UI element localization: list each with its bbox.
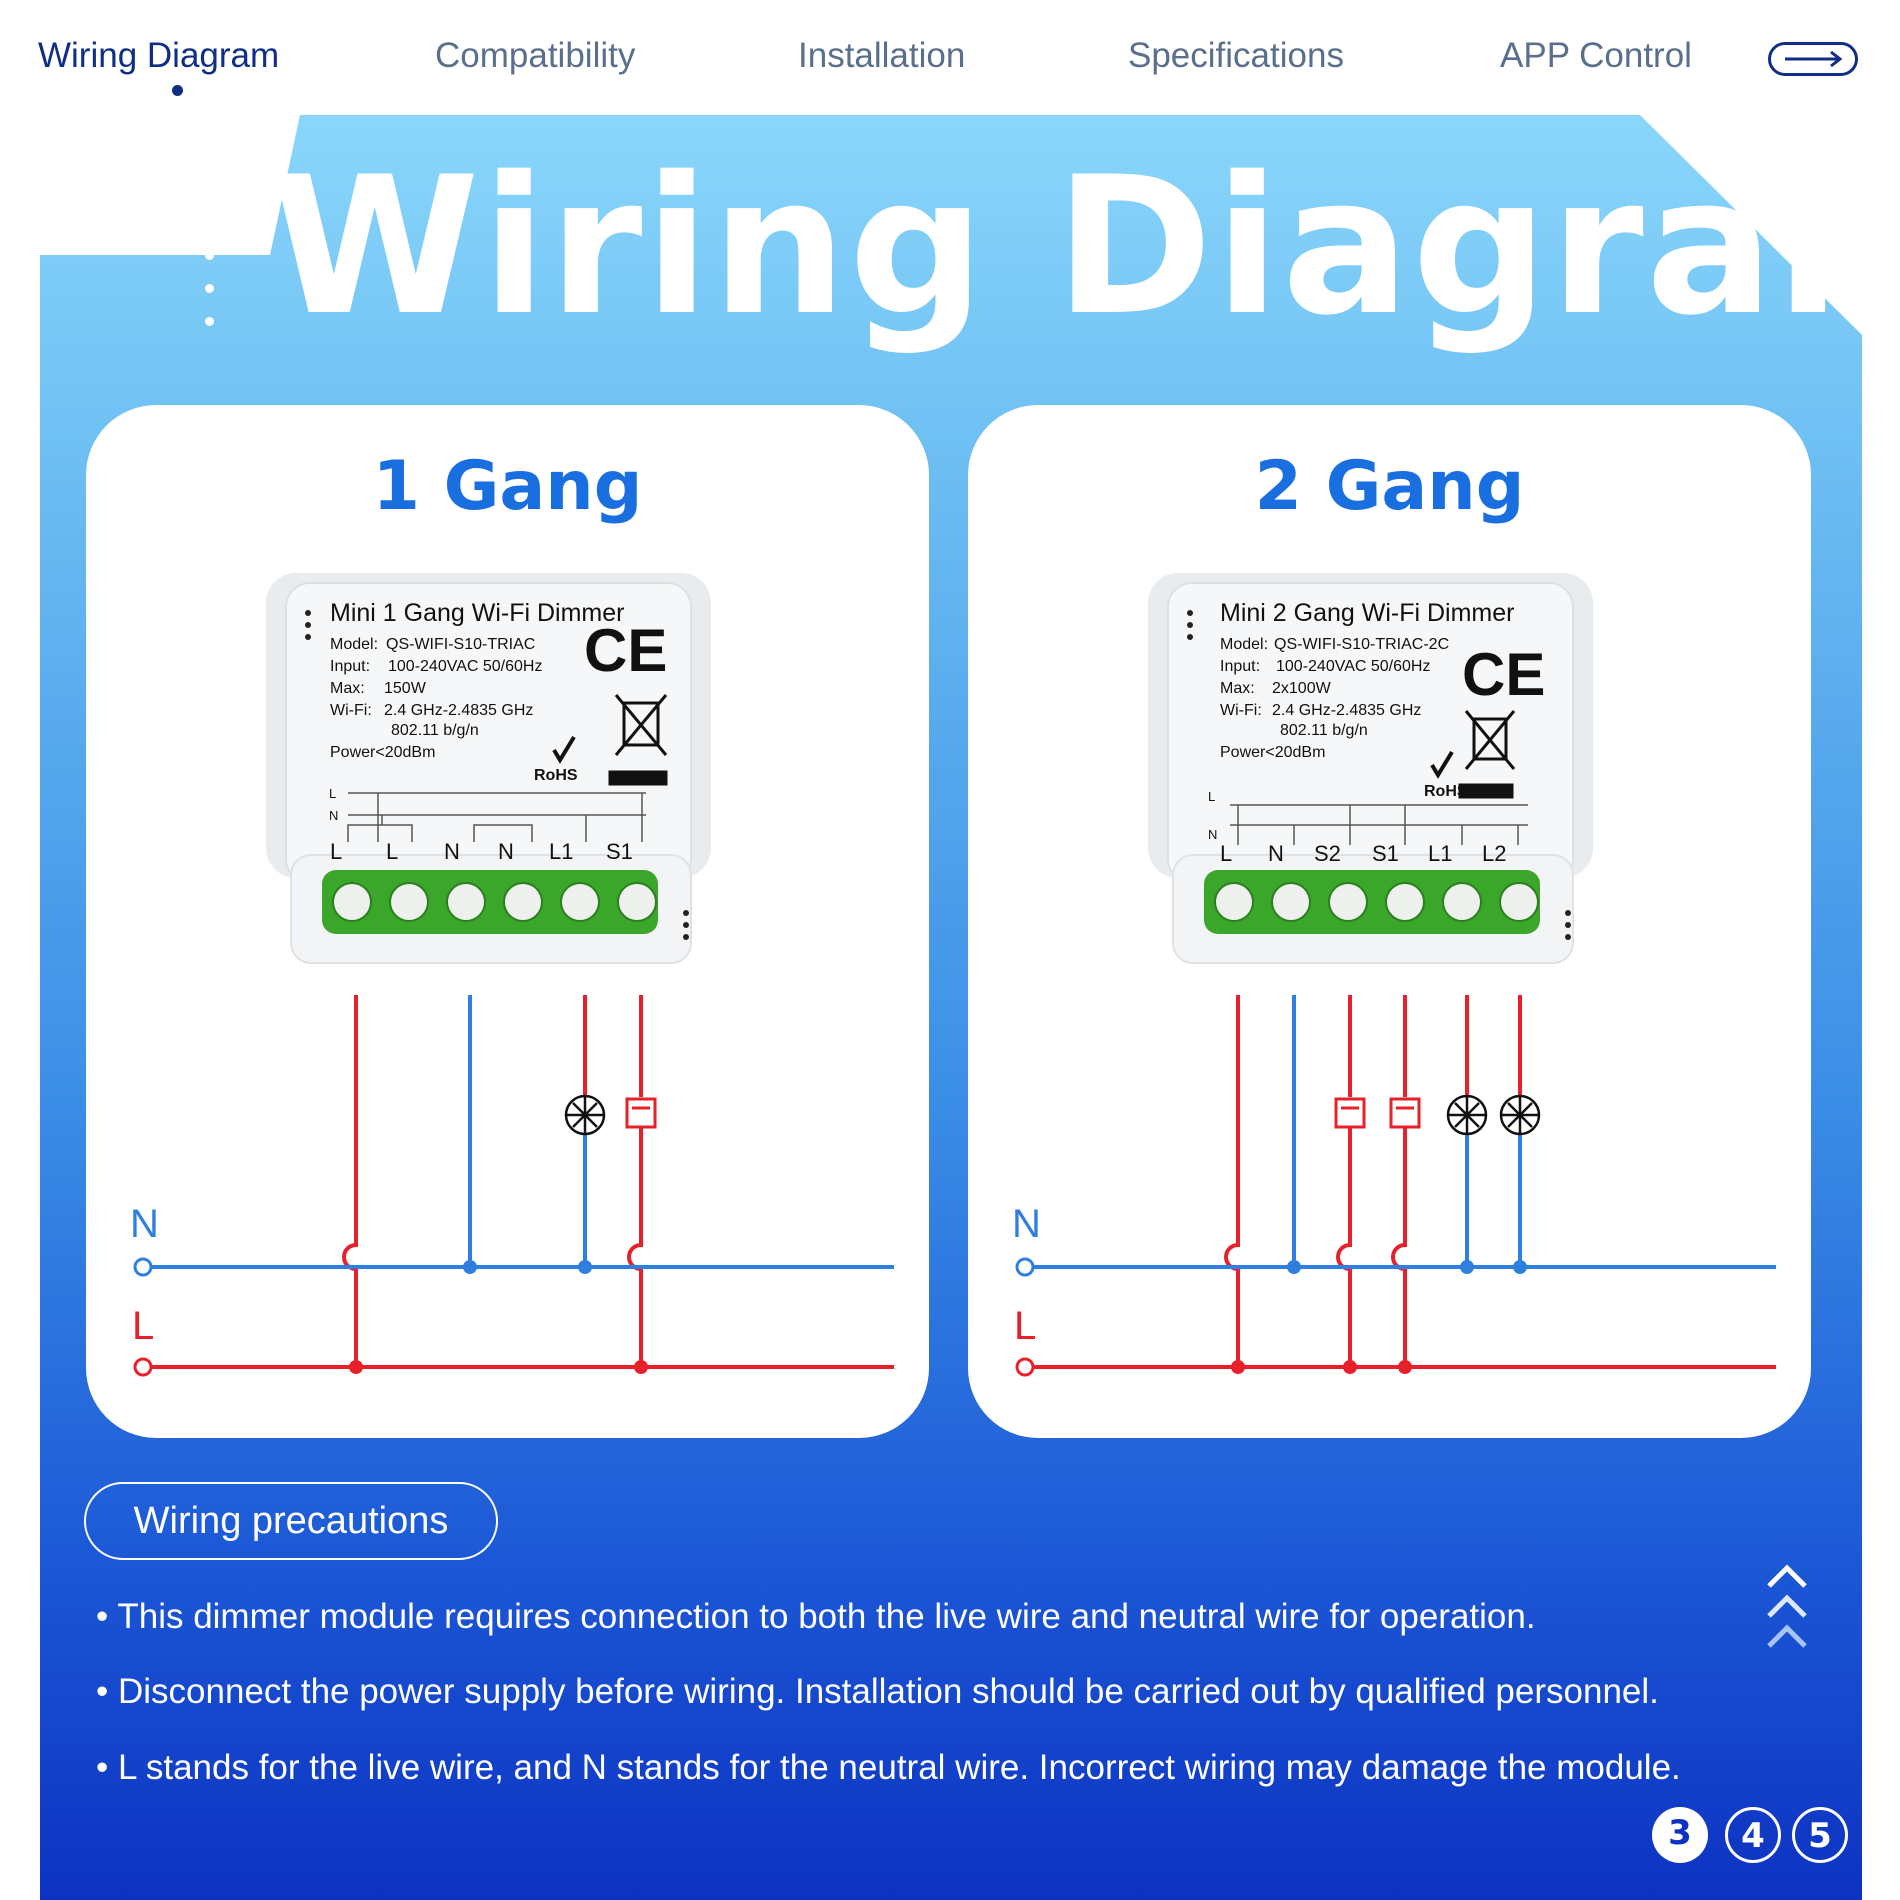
tab-installation[interactable]: Installation bbox=[798, 36, 966, 75]
chevron-up-icon bbox=[1767, 1624, 1807, 1648]
check-icon bbox=[552, 735, 576, 764]
tab-compatibility[interactable]: Compatibility bbox=[435, 36, 636, 75]
svg-text:L: L bbox=[329, 786, 336, 801]
card-2-gang: 2 Gang Mini 2 Gang Wi-Fi Dimmer Model: Q… bbox=[968, 405, 1811, 1438]
svg-text:Power<20dBm: Power<20dBm bbox=[330, 744, 435, 761]
svg-text:150W: 150W bbox=[384, 680, 427, 697]
check-icon bbox=[1430, 750, 1454, 779]
precaution-item: • L stands for the live wire, and N stan… bbox=[96, 1748, 1681, 1787]
svg-text:802.11 b/g/n: 802.11 b/g/n bbox=[1280, 722, 1368, 739]
module-name: Mini 1 Gang Wi-Fi Dimmer bbox=[330, 599, 624, 627]
svg-text:QS-WIFI-S10-TRIAC: QS-WIFI-S10-TRIAC bbox=[386, 636, 535, 653]
wiring-diagram-2-gang: Mini 2 Gang Wi-Fi Dimmer Model: QS-WIFI-… bbox=[1012, 573, 1776, 1377]
svg-text:Max:: Max: bbox=[330, 680, 365, 697]
svg-text:Input:: Input: bbox=[330, 658, 370, 675]
svg-text:Power<20dBm: Power<20dBm bbox=[1220, 744, 1325, 761]
svg-text:2x100W: 2x100W bbox=[1272, 680, 1332, 697]
module-name: Mini 2 Gang Wi-Fi Dimmer bbox=[1220, 599, 1514, 627]
bulb-icon bbox=[1499, 1094, 1541, 1136]
svg-text:Max:: Max: bbox=[1220, 680, 1255, 697]
decorative-dots bbox=[205, 218, 217, 350]
arrow-right-icon bbox=[1785, 50, 1843, 68]
svg-text:N: N bbox=[1268, 841, 1284, 866]
svg-text:2.4 GHz-2.4835 GHz: 2.4 GHz-2.4835 GHz bbox=[384, 702, 533, 719]
wire-s1-switch bbox=[627, 995, 643, 1367]
precautions-heading: Wiring precautions bbox=[84, 1482, 498, 1560]
svg-text:L2: L2 bbox=[1482, 841, 1506, 866]
svg-text:100-240VAC 50/60Hz: 100-240VAC 50/60Hz bbox=[1276, 658, 1430, 675]
precaution-item: • Disconnect the power supply before wir… bbox=[96, 1672, 1659, 1711]
card-title-2-gang: 2 Gang bbox=[1254, 447, 1525, 526]
svg-text:100-240VAC 50/60Hz: 100-240VAC 50/60Hz bbox=[388, 658, 542, 675]
page-3-button[interactable]: 3 bbox=[1652, 1807, 1708, 1863]
ce-mark-icon: CE bbox=[584, 617, 667, 684]
card-title-1-gang: 1 Gang bbox=[372, 447, 643, 526]
live-label: L bbox=[1014, 1304, 1036, 1348]
tab-app-control[interactable]: APP Control bbox=[1500, 36, 1692, 75]
svg-text:L: L bbox=[386, 839, 398, 864]
svg-text:Wi-Fi:: Wi-Fi: bbox=[1220, 702, 1262, 719]
svg-text:RoHS: RoHS bbox=[1424, 783, 1468, 800]
page-4-button[interactable]: 4 bbox=[1725, 1807, 1781, 1863]
neutral-label: N bbox=[1012, 1202, 1041, 1246]
page-5-button[interactable]: 5 bbox=[1792, 1807, 1848, 1863]
wire-s2-switch bbox=[1336, 995, 1352, 1367]
svg-text:Wi-Fi:: Wi-Fi: bbox=[330, 702, 372, 719]
svg-text:RoHS: RoHS bbox=[534, 767, 578, 784]
terminal-block bbox=[1204, 870, 1540, 934]
terminal-block bbox=[322, 870, 658, 934]
svg-text:N: N bbox=[498, 839, 514, 864]
wiring-diagram-1-gang: Mini 1 Gang Wi-Fi Dimmer Model: QS-WIFI-… bbox=[130, 573, 894, 1377]
svg-text:S1: S1 bbox=[1372, 841, 1399, 866]
svg-text:S1: S1 bbox=[606, 839, 633, 864]
live-label: L bbox=[132, 1304, 154, 1348]
switch-icon bbox=[1389, 1097, 1421, 1129]
svg-text:N: N bbox=[329, 808, 338, 823]
neutral-label: N bbox=[130, 1202, 159, 1246]
svg-text:N: N bbox=[444, 839, 460, 864]
weee-bin-icon bbox=[1458, 710, 1516, 799]
active-tab-indicator bbox=[172, 85, 183, 96]
svg-text:QS-WIFI-S10-TRIAC-2C: QS-WIFI-S10-TRIAC-2C bbox=[1274, 636, 1449, 653]
svg-text:L: L bbox=[330, 839, 342, 864]
wire-s1-switch bbox=[1391, 995, 1407, 1367]
chevron-up-icon bbox=[1767, 1594, 1807, 1618]
precaution-item: • This dimmer module requires connection… bbox=[96, 1597, 1536, 1636]
chevron-up-icon bbox=[1767, 1564, 1807, 1588]
svg-text:802.11 b/g/n: 802.11 b/g/n bbox=[391, 722, 479, 739]
weee-bin-icon bbox=[608, 694, 668, 786]
bulb-icon bbox=[564, 1094, 606, 1136]
live-wire-l bbox=[1224, 995, 1240, 1367]
next-arrow-button[interactable] bbox=[1768, 42, 1858, 76]
bulb-icon bbox=[1446, 1094, 1488, 1136]
svg-text:L: L bbox=[1220, 841, 1232, 866]
svg-text:L: L bbox=[1208, 789, 1215, 804]
switch-icon bbox=[625, 1097, 657, 1129]
tab-wiring-diagram[interactable]: Wiring Diagram bbox=[38, 36, 280, 75]
svg-text:L1: L1 bbox=[1428, 841, 1452, 866]
svg-text:L1: L1 bbox=[549, 839, 573, 864]
ce-mark-icon: CE bbox=[1462, 641, 1545, 708]
svg-text:S2: S2 bbox=[1314, 841, 1341, 866]
top-nav: Wiring Diagram Compatibility Installatio… bbox=[0, 0, 1900, 110]
page-title: Wiring Diagram bbox=[270, 136, 1900, 357]
switch-icon bbox=[1334, 1097, 1366, 1129]
live-wire-l bbox=[342, 995, 358, 1367]
svg-text:N: N bbox=[1208, 827, 1217, 842]
svg-text:Model:: Model: bbox=[330, 636, 378, 653]
tab-specifications[interactable]: Specifications bbox=[1128, 36, 1344, 75]
card-1-gang: 1 Gang Mini 1 Gang Wi-Fi Dimmer Model: Q… bbox=[86, 405, 929, 1438]
svg-text:2.4 GHz-2.4835 GHz: 2.4 GHz-2.4835 GHz bbox=[1272, 702, 1421, 719]
svg-text:Input:: Input: bbox=[1220, 658, 1260, 675]
svg-text:Model:: Model: bbox=[1220, 636, 1268, 653]
